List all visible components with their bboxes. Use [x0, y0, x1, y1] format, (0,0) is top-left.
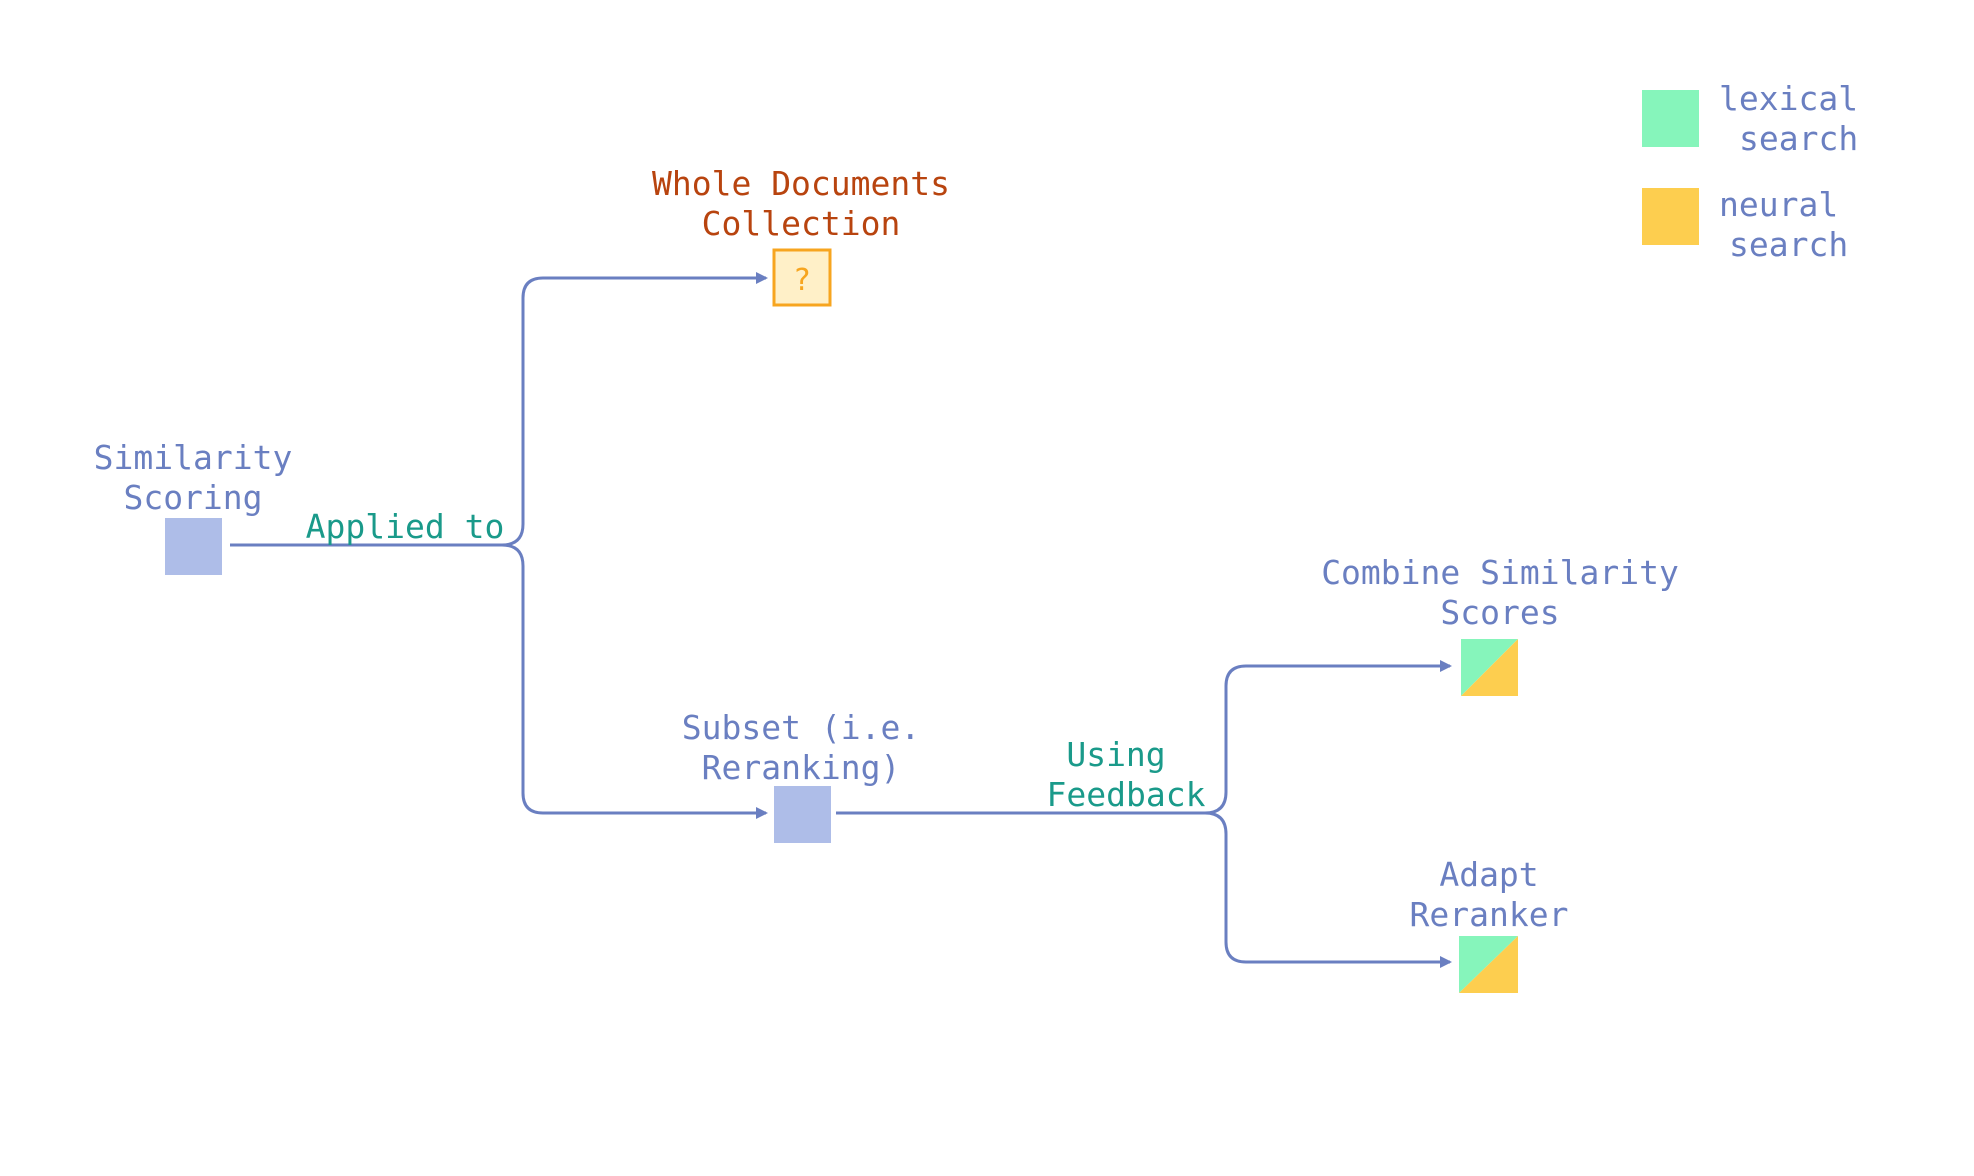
node-label-line2: Reranking)	[702, 748, 901, 787]
question-mark-icon: ?	[793, 263, 811, 298]
legend-swatch-neural	[1642, 188, 1699, 245]
node-box	[165, 518, 222, 575]
node-whole-documents: Whole Documents Collection ?	[652, 164, 950, 307]
edge-label-applied-to: Applied to	[306, 507, 505, 546]
legend-label-lexical-line2: search	[1739, 119, 1858, 158]
node-similarity-scoring: Similarity Scoring	[94, 438, 293, 575]
question-box	[772, 248, 832, 307]
node-label-line2: Scoring	[123, 478, 262, 517]
node-label-line2: Scores	[1440, 593, 1559, 632]
legend-label-neural-line1: neural	[1719, 185, 1838, 224]
node-label-line2: Reranker	[1410, 895, 1569, 934]
node-label-line1: Similarity	[94, 438, 293, 477]
node-label-line1: Adapt	[1439, 855, 1538, 894]
edge-similarity-to-subset	[501, 543, 768, 819]
hybrid-box	[1461, 639, 1518, 696]
edge-label-feedback: Feedback	[1047, 775, 1206, 814]
node-adapt-reranker: Adapt Reranker	[1410, 855, 1569, 993]
node-combine-similarity: Combine Similarity Scores	[1321, 553, 1679, 696]
legend-label-lexical-line1: lexical	[1719, 79, 1858, 118]
edge-label-using: Using	[1066, 735, 1165, 774]
node-label-line1: Combine Similarity	[1321, 553, 1679, 592]
node-box	[774, 786, 831, 843]
legend: lexical search neural search	[1642, 79, 1858, 264]
neural-half	[1461, 639, 1518, 696]
hybrid-box	[1459, 936, 1518, 993]
node-subset: Subset (i.e. Reranking)	[682, 708, 920, 843]
edge-subset-to-adapt	[1204, 811, 1452, 968]
node-label-line1: Subset (i.e.	[682, 708, 920, 747]
node-label-line1: Whole Documents	[652, 164, 950, 203]
neural-half	[1459, 936, 1518, 993]
legend-label-neural-line2: search	[1729, 225, 1848, 264]
legend-swatch-lexical	[1642, 90, 1699, 147]
edge-subset-to-combine	[836, 660, 1452, 815]
edges	[230, 272, 1452, 968]
node-label-line2: Collection	[702, 204, 901, 243]
edge-similarity-to-whole	[230, 272, 768, 547]
